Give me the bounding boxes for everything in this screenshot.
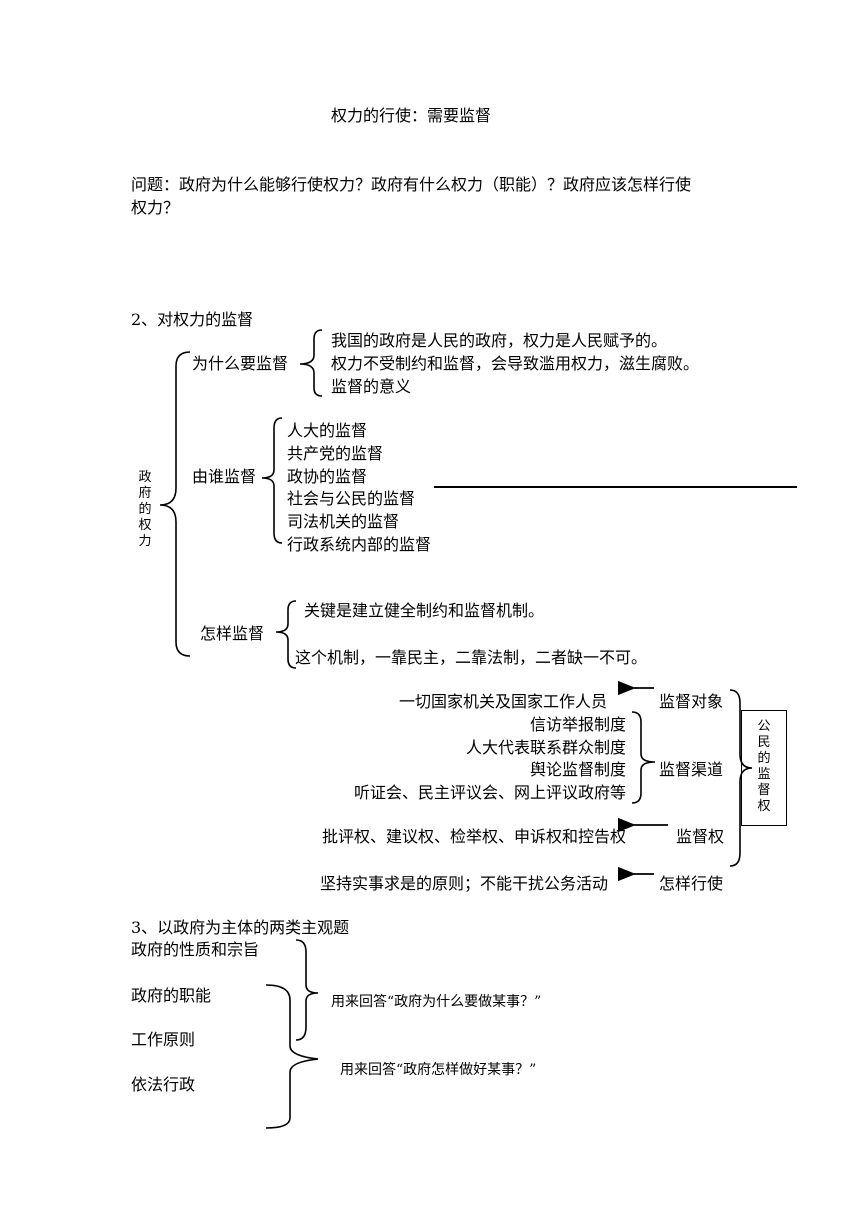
box-char: 督 bbox=[757, 783, 771, 798]
section-3-item: 依法行政 bbox=[131, 1075, 196, 1094]
box-char: 民 bbox=[757, 735, 771, 750]
citizen-right-box: 公 民 的 监 督 权 bbox=[741, 710, 787, 826]
object-label: 监督对象 bbox=[659, 692, 724, 711]
root-char: 权 bbox=[138, 518, 152, 533]
question-line-1: 问题：政府为什么能够行使权力？政府有什么权力（职能）？政府应该怎样行使 bbox=[131, 175, 692, 194]
why-brace bbox=[299, 329, 323, 397]
section-3-item: 工作原则 bbox=[131, 1030, 196, 1049]
root-label: 政 府 的 权 力 bbox=[137, 470, 153, 550]
section-3-heading: 3、以政府为主体的两类主观题 bbox=[131, 918, 350, 937]
who-label: 由谁监督 bbox=[192, 467, 257, 486]
section3-brace-lower bbox=[265, 984, 319, 1129]
section-3-item: 政府的职能 bbox=[131, 986, 212, 1005]
root-char: 力 bbox=[138, 534, 152, 549]
why-item: 权力不受制约和监督，会导致滥用权力，滋生腐败。 bbox=[331, 354, 700, 373]
page-title: 权力的行使：需要监督 bbox=[331, 106, 492, 125]
why-label: 为什么要监督 bbox=[192, 354, 289, 373]
who-item: 行政系统内部的监督 bbox=[287, 535, 432, 554]
section-3-item: 政府的性质和宗旨 bbox=[131, 940, 260, 959]
who-item: 政协的监督 bbox=[287, 467, 368, 486]
how-label: 怎样监督 bbox=[200, 624, 265, 643]
how-item: 这个机制，一靠民主，二靠法制，二者缺一不可。 bbox=[295, 648, 648, 667]
object-value: 一切国家机关及国家工作人员 bbox=[398, 692, 607, 711]
right-value: 批评权、建议权、检举权、申诉权和控告权 bbox=[321, 827, 626, 846]
right-label: 监督权 bbox=[676, 827, 725, 846]
channel-item: 听证会、民主评议会、网上评议政府等 bbox=[353, 783, 626, 802]
question-line-2: 权力？ bbox=[131, 198, 180, 217]
who-brace bbox=[261, 417, 283, 544]
answer-why: 用来回答“政府为什么要做某事？” bbox=[331, 994, 542, 1010]
why-item: 我国的政府是人民的政府，权力是人民赋予的。 bbox=[331, 331, 668, 350]
why-item: 监督的意义 bbox=[331, 377, 412, 396]
root-char: 府 bbox=[138, 486, 152, 501]
box-char: 的 bbox=[757, 751, 771, 766]
who-item: 共产党的监督 bbox=[287, 444, 384, 463]
channel-item: 信访举报制度 bbox=[529, 715, 626, 734]
box-char: 权 bbox=[757, 799, 771, 814]
channel-label: 监督渠道 bbox=[659, 760, 724, 779]
how-brace bbox=[275, 600, 297, 669]
citizen-box-label: 公 民 的 监 督 权 bbox=[756, 719, 772, 815]
who-item: 人大的监督 bbox=[287, 421, 368, 440]
channel-item: 人大代表联系群众制度 bbox=[465, 738, 626, 757]
section3-brace-upper bbox=[295, 939, 319, 1041]
root-char: 的 bbox=[138, 502, 152, 517]
section-2-heading: 2、对权力的监督 bbox=[131, 310, 254, 329]
root-char: 政 bbox=[138, 470, 152, 485]
how-item: 关键是建立健全制约和监督机制。 bbox=[304, 601, 545, 620]
answer-how: 用来回答“政府怎样做好某事？” bbox=[340, 1062, 537, 1078]
box-char: 公 bbox=[757, 719, 771, 734]
root-brace bbox=[159, 351, 191, 657]
channel-brace bbox=[631, 711, 656, 804]
exercise-value: 坚持实事求是的原则；不能干扰公务活动 bbox=[319, 874, 608, 893]
who-item: 司法机关的监督 bbox=[287, 512, 400, 531]
exercise-label: 怎样行使 bbox=[659, 874, 724, 893]
who-item: 社会与公民的监督 bbox=[287, 489, 416, 508]
box-char: 监 bbox=[757, 767, 771, 782]
channel-item: 舆论监督制度 bbox=[529, 760, 626, 779]
